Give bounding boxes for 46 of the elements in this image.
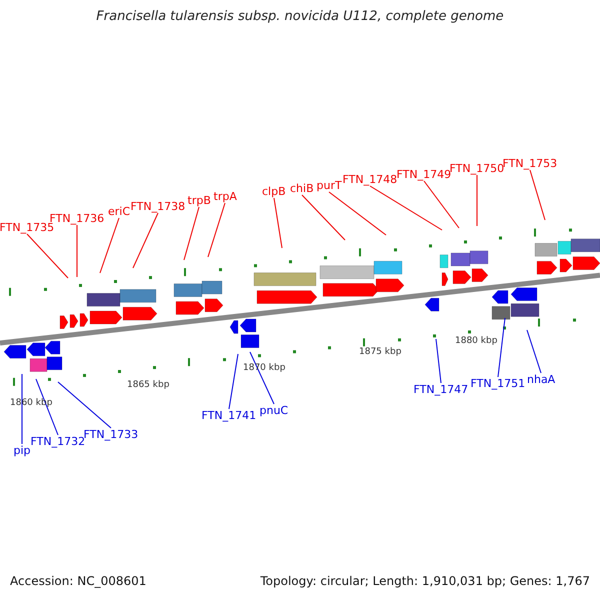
leader-line bbox=[26, 234, 68, 278]
gene-label: pip bbox=[14, 445, 31, 456]
leader-line bbox=[370, 186, 442, 230]
gene-label: nhaA bbox=[527, 374, 556, 385]
leader-line bbox=[302, 194, 346, 240]
gene-label: pnuC bbox=[260, 405, 288, 416]
gene-label: trpA bbox=[214, 191, 237, 202]
gene-label: FTN_1732 bbox=[30, 436, 86, 447]
leader-line bbox=[274, 198, 282, 248]
leader-line bbox=[76, 224, 78, 278]
gene-label: FTN_1741 bbox=[202, 410, 256, 421]
gene-label: FTN_1749 bbox=[396, 169, 452, 180]
leader-line bbox=[208, 202, 226, 258]
gene-label: chiB bbox=[290, 183, 314, 194]
leader-line bbox=[132, 212, 158, 268]
footer-text: Topology: circular; Length: 1,910,031 bp; Genes: 1,767 bbox=[260, 575, 590, 587]
leader-line bbox=[36, 378, 58, 436]
gene-label: FTN_1736 bbox=[50, 213, 104, 224]
leader-line bbox=[328, 192, 386, 236]
gene-label: FTN_1750 bbox=[450, 163, 504, 174]
leader-line bbox=[498, 318, 506, 378]
leader-line bbox=[184, 206, 200, 260]
leader-line bbox=[526, 330, 542, 374]
leader-line bbox=[476, 174, 478, 226]
gene-label: FTN_1748 bbox=[342, 174, 398, 185]
title: Francisella tularensis subsp. novicida U112, complete genome bbox=[95, 10, 505, 23]
leader-line bbox=[100, 218, 120, 274]
gene-label: FTN_1753 bbox=[502, 158, 558, 169]
scale-label: 1875 kbp bbox=[359, 348, 402, 357]
footer-text: Accession: NC_008601 bbox=[10, 575, 146, 587]
scale-label: 1865 kbp bbox=[127, 381, 170, 390]
gene-label: FTN_1751 bbox=[470, 378, 526, 389]
leader-line bbox=[424, 180, 460, 228]
gene-label: purT bbox=[316, 180, 342, 191]
leader-line bbox=[228, 354, 238, 410]
gene-label: FTN_1733 bbox=[84, 429, 138, 440]
leader-line bbox=[58, 382, 112, 428]
gene-label: FTN_1747 bbox=[414, 384, 468, 395]
gene-label: FTN_1735 bbox=[0, 222, 54, 233]
gene-label: eriC bbox=[108, 206, 130, 217]
gene-label: clpB bbox=[262, 186, 286, 197]
gene-label: FTN_1738 bbox=[130, 201, 186, 212]
leader-line bbox=[530, 170, 546, 220]
gene-label: trpB bbox=[188, 195, 211, 206]
leader-line bbox=[436, 338, 442, 384]
scale-label: 1880 kbp bbox=[455, 337, 498, 346]
